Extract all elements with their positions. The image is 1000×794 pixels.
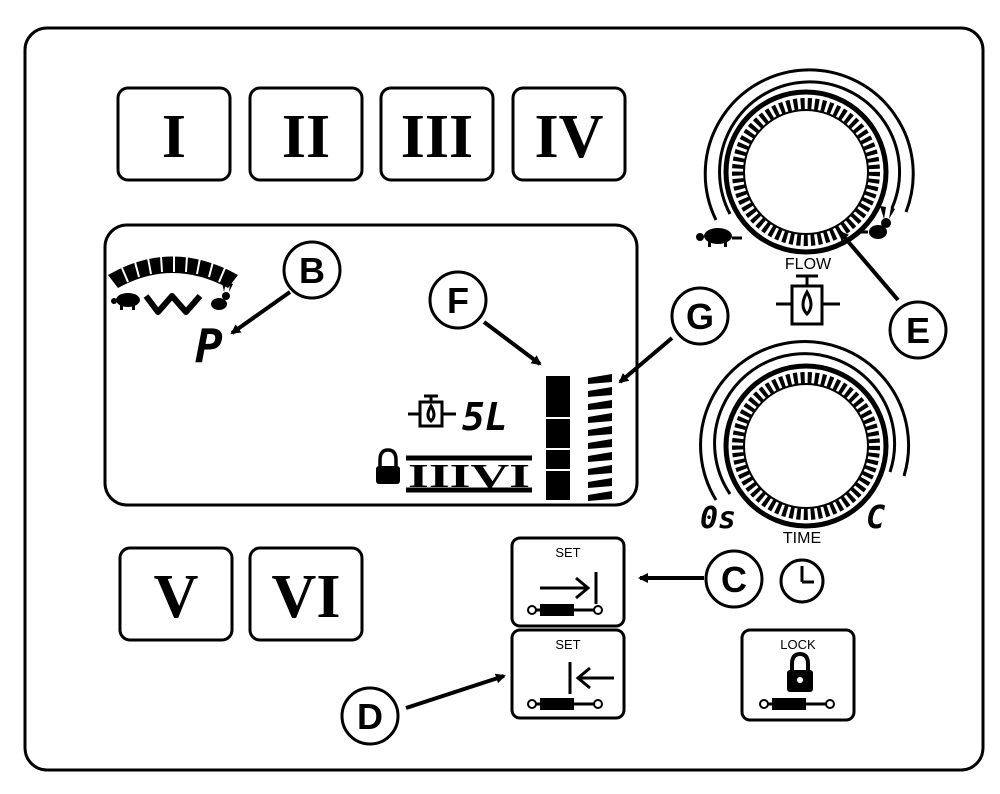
cylinder-icon (527, 604, 603, 616)
program-button-3-label: III (401, 103, 473, 171)
arrow-to-bar-icon (540, 572, 598, 604)
padlock-icon (787, 651, 813, 692)
program-button-4[interactable]: IV (511, 86, 627, 182)
tick-scale (588, 374, 612, 501)
program-button-6[interactable]: VI (248, 546, 364, 642)
set-start-button[interactable]: SET (510, 628, 626, 720)
program-button-5[interactable]: V (118, 546, 234, 642)
callout-f-label: F (447, 280, 469, 321)
lock-cylinder-icon (759, 698, 835, 710)
gas-flow-icon (408, 394, 456, 428)
callout-f-arrow (482, 320, 542, 366)
flow-label: FLOW (785, 256, 832, 273)
callout-g-label: G (686, 296, 714, 337)
bar-arrow-left-icon (568, 662, 614, 694)
time-max-label: C (866, 498, 886, 536)
lock-icon (376, 448, 400, 484)
callout-b-label: B (299, 250, 325, 291)
set-end-button-title: SET (555, 545, 580, 560)
time-label: TIME (783, 530, 821, 547)
program-button-2-label: II (282, 103, 330, 171)
callout-e-label: E (906, 310, 930, 351)
time-min-label: 0s (700, 501, 736, 536)
program-button-5-label: V (154, 563, 199, 631)
program-button-2[interactable]: II (248, 86, 364, 182)
program-button-1[interactable]: I (116, 86, 232, 182)
mode-letter: P (195, 319, 223, 373)
flow-rabbit-icon (858, 206, 895, 239)
lock-button-title: LOCK (780, 637, 816, 652)
flow-knob[interactable] (703, 68, 915, 255)
flow-turtle-icon (696, 228, 742, 247)
callout-b-arrow (230, 290, 292, 335)
cylinder-icon-2 (527, 698, 603, 710)
program-button-3[interactable]: III (379, 86, 495, 182)
speed-scale-icon (108, 256, 238, 288)
level-bar (546, 376, 570, 500)
callout-e-arrow (838, 230, 900, 302)
turtle-icon (111, 293, 140, 310)
callout-f: F (428, 270, 488, 330)
callout-d-label: D (357, 696, 383, 737)
callout-d: D (340, 686, 400, 746)
flow-gas-icon (776, 274, 840, 326)
program-button-1-label: I (162, 103, 186, 171)
callout-d-arrow (405, 673, 506, 710)
lock-button[interactable]: LOCK (740, 628, 856, 722)
set-end-button[interactable]: SET (510, 536, 626, 628)
clock-icon (779, 558, 825, 604)
time-knob[interactable] (699, 339, 911, 529)
callout-g: G (670, 286, 730, 346)
callout-c-label: C (721, 559, 747, 600)
callout-g-arrow (618, 336, 674, 384)
callout-c: C (704, 549, 764, 609)
program-button-4-label: IV (535, 103, 604, 171)
callout-e: E (888, 300, 948, 360)
set-start-button-title: SET (555, 637, 580, 652)
sl-readout: 5L (462, 395, 508, 439)
program-button-6-label: VI (272, 563, 341, 631)
wave-icon (143, 293, 203, 315)
rabbit-icon (211, 282, 233, 310)
program-readout: IIIVI (408, 458, 530, 495)
callout-b: B (282, 240, 342, 300)
